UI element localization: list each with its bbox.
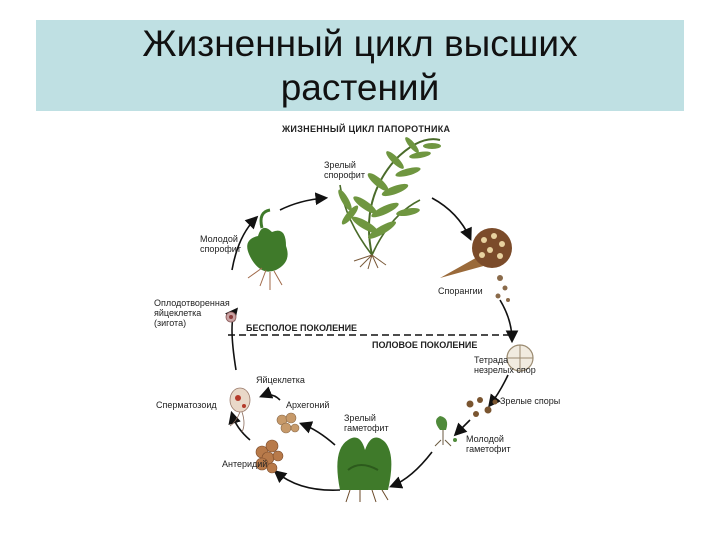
label-young-sporophyte-line1: Молодой [200,234,238,244]
arrow-young-to-mature-sporophyte [279,192,329,211]
label-young-gametophyte: Молодой гаметофит [466,434,511,454]
arrow-gametophyte-to-antheridium [273,469,341,491]
label-young-gametophyte-line1: Молодой [466,434,504,444]
arrow-tetrad-to-spores [488,374,509,408]
label-egg-cell: Яйцеклетка [256,375,305,385]
label-young-sporophyte: Молодой спорофит [200,234,241,254]
label-antheridium: Антеридий [222,459,268,469]
label-mature-gametophyte: Зрелый гаметофит [344,413,389,433]
label-zygote: Оплодотворенная яйцеклетка (зигота) [154,298,230,328]
label-mature-sporophyte: Зрелый спорофит [324,160,365,180]
tetrad-illustration [506,344,534,372]
arrow-spores-to-young-gametophyte [453,419,471,437]
label-mature-gametophyte-line2: гаметофит [344,423,389,433]
sporangia-illustration [440,228,512,302]
label-zygote-line2: яйцеклетка [154,308,202,318]
title-band [36,20,684,111]
arrow-young-to-mature-gametophyte [389,451,433,489]
label-zygote-line1: Оплодотворенная [154,298,230,308]
mature-spores-illustration [466,397,498,417]
arrow-young-sporophyte-up [231,215,259,271]
slide-title-line1: Жизненный цикл высших [142,23,578,64]
arrow-archegonium-to-egg [259,386,281,401]
label-tetrad: Тетрада незрелых спор [474,355,536,375]
diagram-caption: ЖИЗНЕННЫЙ ЦИКЛ ПАПОРОТНИКА [282,124,451,134]
label-archegonium: Архегоний [286,400,330,410]
asexual-generation-label: БЕСПОЛОЕ ПОКОЛЕНИЕ [246,323,358,333]
arrow-antheridium-to-spermatozoid [228,410,251,441]
label-spermatozoid: Сперматозоид [156,400,217,410]
zygote-illustration [225,311,237,323]
antheridium-illustration [255,439,284,474]
label-young-sporophyte-line2: спорофит [200,244,241,254]
label-sporangia: Спорангии [438,286,483,296]
slide-title-line2: растений [280,67,440,108]
label-mature-sporophyte-line1: Зрелый [324,160,356,170]
arrow-sporangia-to-tetrad [499,299,519,344]
young-gametophyte-illustration [434,416,457,447]
spermatozoid-illustration [229,387,251,433]
sexual-generation-label: ПОЛОВОЕ ПОКОЛЕНИЕ [372,340,478,350]
mature-sporophyte-fern [338,137,441,270]
label-tetrad-line1: Тетрада [474,355,509,365]
young-sporophyte-illustration [247,208,288,290]
arrow-gametophyte-to-archegonium [299,421,336,446]
arrow-sporophyte-to-sporangia [431,197,472,241]
archegonium-illustration [276,412,300,434]
cycle-arrows [225,192,519,491]
label-zygote-line3: (зигота) [154,318,187,328]
slide-title: Жизненный цикл высших растений [36,22,684,110]
arrow-zygote-upward [225,307,238,371]
label-mature-sporophyte-line2: спорофит [324,170,365,180]
mature-gametophyte-illustration [337,437,392,503]
label-young-gametophyte-line2: гаметофит [466,444,511,454]
label-mature-spores: Зрелые споры [500,396,561,406]
label-mature-gametophyte-line1: Зрелый [344,413,376,423]
label-tetrad-line2: незрелых спор [474,365,536,375]
